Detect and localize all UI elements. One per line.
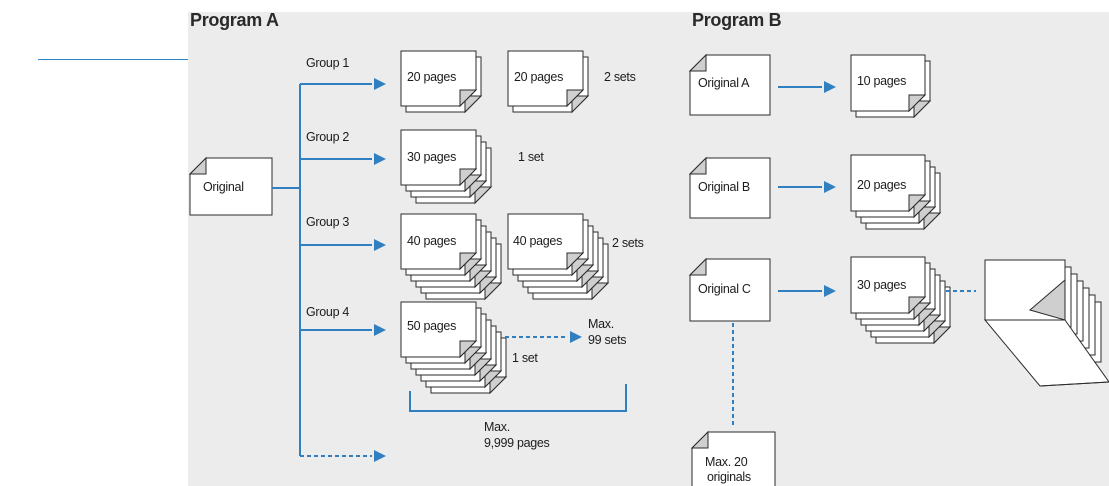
more-groups-arrow-head-icon [374,450,386,462]
b-row-3-stack [850,256,952,345]
group-1-copy-pages: 20 pages [514,70,563,84]
original-label: Original [203,180,244,194]
group-2-pages: 30 pages [407,150,456,164]
b-row-1-stack-sheet [850,54,927,113]
header-rule [38,59,188,60]
document-stacks [188,50,1109,486]
group-1-pages: 20 pages [407,70,456,84]
group-3-copy-stack [507,213,610,301]
b-row-2-stack-sheet [850,154,927,213]
group-4-stack-sheet [400,301,478,359]
b-row-2-arrow-head-icon [824,181,836,193]
group-2-stack-sheet [400,129,478,187]
group-3-label: Group 3 [306,215,349,229]
b-row-2-pages: 20 pages [857,178,906,192]
original-b-document [688,156,771,219]
group-3-copy-stack-sheet [507,213,585,271]
max-pages-bracket [409,384,627,412]
diagram-panel [188,12,1109,486]
original-a-label: Original A [698,76,750,90]
connector-lines [272,78,976,462]
group-1-label: Group 1 [306,56,349,70]
original-document [188,156,273,216]
group-2-label: Group 2 [306,130,349,144]
group-1-stack-sheet [400,50,478,108]
group-3-arrow-head-icon [374,239,386,251]
b-row-1-stack [850,54,932,119]
b-row-1-arrow-head-icon [824,81,836,93]
group-4-arrow-head-icon [374,324,386,336]
original-a-document [688,53,771,116]
b-row-3-arrow-head-icon [824,285,836,297]
large-output-stack [983,259,1109,387]
group-3-pages: 40 pages [407,234,456,248]
group-3-copy-pages: 40 pages [513,234,562,248]
max-pages-line-1: Max. [484,420,510,434]
original-c-document [688,257,771,322]
program-b-title: Program B [692,10,782,30]
b-row-3-pages: 30 pages [857,278,906,292]
group-2-sets: 1 set [518,150,544,164]
b-row-1-pages: 10 pages [857,74,906,88]
b-row-2-stack [850,154,942,231]
group-1-copy-stack-sheet [507,50,585,108]
group-1-stack [400,50,483,114]
max-originals-document [690,430,776,486]
program-a-title: Program A [190,10,279,30]
max-sets-line-2: 99 sets [588,333,626,347]
group-3-stack [400,213,503,301]
group-4-sets: 1 set [512,351,538,365]
max-pages-line-2: 9,999 pages [484,436,550,450]
group-4-stack [400,301,508,395]
original-b-label: Original B [698,180,750,194]
b-row-3-stack-sheet [850,256,927,315]
group-4-label: Group 4 [306,305,349,319]
group-3-stack-sheet [400,213,478,271]
group-1-copy-stack [507,50,590,114]
group-1-arrow-head-icon [374,78,386,90]
group-1-sets: 2 sets [604,70,636,84]
group-2-arrow-head-icon [374,153,386,165]
group-3-sets: 2 sets [612,236,644,250]
original-c-label: Original C [698,282,751,296]
max-originals-line-2: originals [707,470,751,484]
group-4-pages: 50 pages [407,319,456,333]
max-sets-line-1: Max. [588,317,614,331]
max-originals-line-1: Max. 20 [705,455,748,469]
max-sets-arrow-head-icon [570,331,582,343]
group-2-stack [400,129,493,205]
